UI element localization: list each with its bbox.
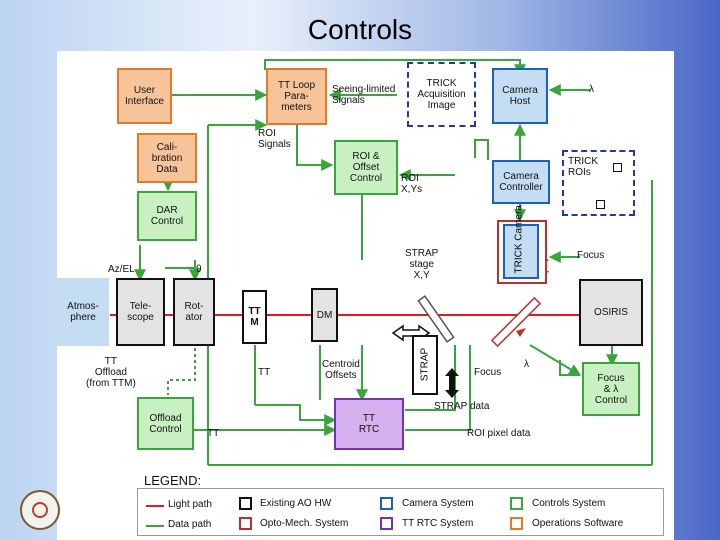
legend-operations-software-swatch: [510, 517, 523, 530]
strap-box: [412, 335, 438, 395]
centroid-offsets-label: Centroid Offsets: [322, 359, 360, 381]
legend-title: LEGEND:: [144, 473, 202, 488]
user-interface-box: User Interface: [117, 68, 172, 124]
university-seal-logo: [20, 490, 60, 530]
telescope-box: Tele- scope: [116, 278, 165, 346]
roi-square-1: [613, 163, 622, 172]
strap-focus-arrow: [445, 368, 459, 398]
lambda-mid-label: λ: [524, 359, 529, 370]
legend-operations-software: Operations Software: [532, 518, 624, 529]
offload-control-box: Offload Control: [137, 397, 194, 450]
osiris-focus-arrow: [516, 328, 526, 337]
focus-mid-label: Focus: [474, 367, 502, 378]
legend-tt-rtc-swatch: [380, 517, 393, 530]
legend-light-path: Light path: [168, 499, 212, 510]
lambda-top-label: λ: [589, 84, 594, 95]
az-el-label: Az/EL: [108, 264, 135, 275]
dm-box: DM: [311, 288, 338, 342]
calibration-data-box: Cali- bration Data: [137, 133, 197, 183]
offload-dotted-line: [167, 348, 196, 395]
slide-title: Controls: [307, 14, 413, 45]
focus-right-label: Focus: [577, 250, 605, 261]
tt-bottom-label: TT: [207, 428, 220, 439]
legend-existing-ao-swatch: [239, 497, 252, 510]
strap-stage-label: STRAP stage X,Y: [405, 248, 439, 281]
tt-rtc-box: TT RTC: [334, 398, 404, 450]
legend-camera-system: Camera System: [402, 498, 474, 509]
legend-tt-rtc: TT RTC System: [402, 518, 474, 529]
legend-existing-ao: Existing AO HW: [260, 498, 332, 509]
roi-xys-label: ROI X,Ys: [401, 173, 423, 195]
ttm-box: TT M: [242, 290, 267, 344]
legend-camera-system-swatch: [380, 497, 393, 510]
theta-label: θ: [196, 264, 202, 275]
legend-data-path-swatch: [146, 525, 164, 527]
roi-signals-label: ROI Signals: [258, 128, 291, 150]
strap-label: STRAP: [419, 347, 431, 382]
camera-controller-box: Camera Controller: [492, 160, 550, 204]
legend-opto-mech: Opto-Mech. System: [260, 518, 349, 529]
focus-lambda-control-box: Focus & λ Control: [582, 362, 640, 416]
tt-loop-parameters-box: TT Loop Para- meters: [266, 68, 327, 125]
seal-emblem-icon: [32, 502, 48, 518]
tt-mid-label: TT: [258, 367, 271, 378]
legend-controls-system-swatch: [510, 497, 523, 510]
strap-pickoff-mirror: [417, 295, 455, 343]
rotator-box: Rot- ator: [173, 278, 215, 346]
data-path-lines: [134, 59, 653, 466]
atmosphere-box: Atmos- phere: [57, 278, 109, 346]
strap-data-label: STRAP data: [434, 401, 490, 412]
trick-camera-box: [503, 224, 539, 279]
trick-dichroic: [490, 296, 542, 348]
roi-offset-control-box: ROI & Offset Control: [334, 140, 398, 195]
trick-camera-label: TRICK Camera: [513, 205, 525, 274]
osiris-box: OSIRIS: [579, 279, 643, 346]
legend-light-path-swatch: [146, 505, 164, 507]
dar-control-box: DAR Control: [137, 191, 197, 241]
tt-offload-label: TT Offload (from TTM): [86, 356, 136, 389]
seeing-limited-label: Seeing-limited Signals: [332, 84, 396, 106]
legend-opto-mech-swatch: [239, 517, 252, 530]
roi-pixel-data-label: ROI pixel data: [467, 428, 531, 439]
legend-controls-system: Controls System: [532, 498, 606, 509]
legend-data-path: Data path: [168, 519, 212, 530]
roi-square-2: [596, 200, 605, 209]
legend-panel: Light path Data path Existing AO HW Opto…: [137, 488, 664, 536]
trick-rois-label: TRICK ROIs: [568, 156, 598, 178]
trick-acquisition-image-box: TRICK Acquisition Image: [407, 62, 476, 127]
camera-host-box: Camera Host: [492, 68, 548, 124]
